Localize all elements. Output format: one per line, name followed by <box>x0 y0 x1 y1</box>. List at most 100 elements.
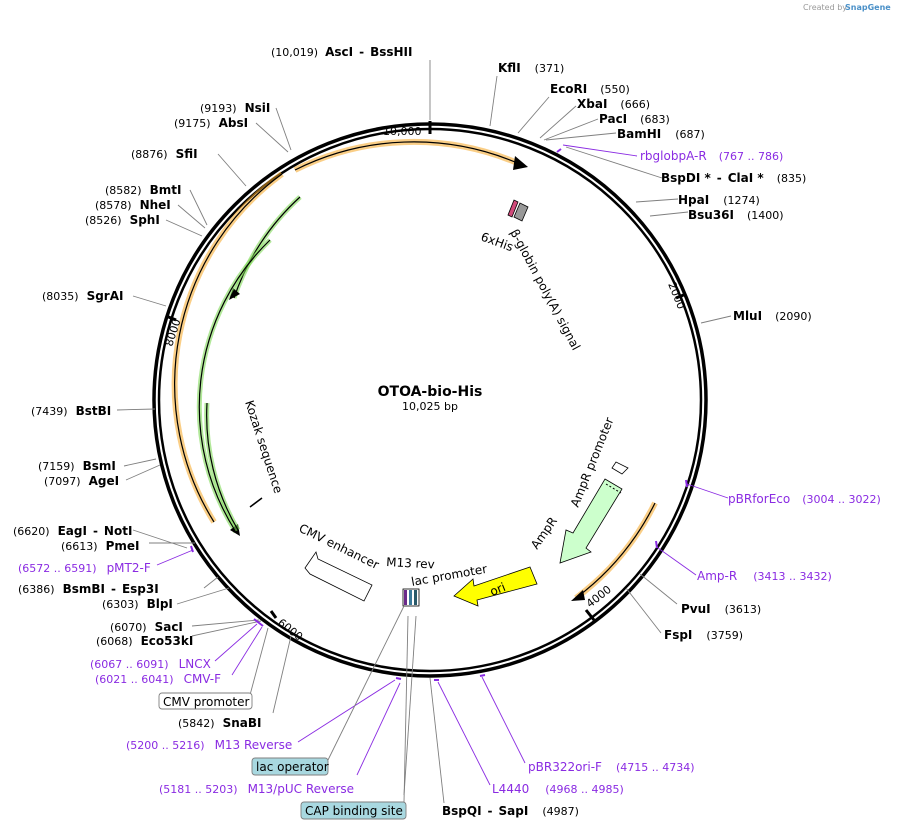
enzyme-hpaI: HpaI(1274) <box>678 193 760 207</box>
kozak-marker <box>249 497 263 508</box>
line-sgrai <box>132 295 167 307</box>
line-lac-operator <box>327 605 405 761</box>
enzyme-mluI: MluI(2090) <box>733 309 812 323</box>
plasmid-name: OTOA-bio-His <box>378 384 483 400</box>
ampr-arrow <box>559 478 623 564</box>
primer-lines <box>156 144 729 786</box>
green-arc-1 <box>233 196 301 299</box>
6xhis-marker <box>507 199 519 218</box>
enzyme-xbaI: XbaI(666) <box>577 97 650 111</box>
primer-m13rev: (5200 .. 5216)M13 Reverse <box>126 738 292 752</box>
line-l4440 <box>437 681 491 786</box>
line-m13puc <box>356 682 401 776</box>
enzyme-bsmI: (7159)BsmI <box>38 459 116 473</box>
cap-binding-site-box <box>300 801 407 820</box>
primer-lncx: (6067 .. 6091)LNCX <box>90 657 211 671</box>
enzyme-sgrai: (8035)SgrAI <box>42 289 123 303</box>
green-arc-3 <box>206 402 239 531</box>
line-kflI <box>489 75 498 127</box>
tick-4000 <box>584 609 596 621</box>
enzyme-sphI: (8526)SphI <box>85 213 160 227</box>
line-bsmI <box>123 458 157 467</box>
line-lac-region <box>403 615 417 796</box>
enzyme-bamhi: BamHI(687) <box>617 127 705 141</box>
cmv-promoter-label: CMV promoter <box>163 695 250 709</box>
enzyme-bspdi-clai: BspDI *-ClaI *(835) <box>661 171 806 185</box>
line-cap-site <box>403 615 409 803</box>
line-sphI <box>165 219 203 237</box>
line-pvuI <box>639 573 678 605</box>
marker-pbrforeco <box>685 479 688 488</box>
enzyme-snabi: (5842)SnaBI <box>178 716 261 730</box>
credit-prefix: Created by <box>803 3 847 12</box>
orf-arc-left <box>174 173 283 523</box>
enzyme-bmtI: (8582)BmtI <box>105 183 181 197</box>
line-eagi <box>132 529 188 549</box>
line-saci <box>191 619 260 627</box>
lac-stripe-1 <box>404 590 407 605</box>
enzyme-agei: (7097)AgeI <box>44 474 119 488</box>
primer-pbrforeco: pBRforEco(3004 .. 3022) <box>728 492 881 506</box>
lac-stripe-2 <box>409 590 412 605</box>
primer-m13puc: (5181 .. 5203)M13/pUC Reverse <box>159 782 354 796</box>
tick-label-2000: 2000 <box>665 280 688 311</box>
enzyme-saci: (6070)SacI <box>110 620 183 634</box>
plasmid-title: OTOA-bio-His 10,025 bp <box>378 384 483 413</box>
enzyme-bspqi-sapi: BspQI-SapI(4987) <box>442 804 579 818</box>
marker-cmvf-lncx <box>253 618 264 627</box>
credit-brand: SnapGene <box>845 3 891 12</box>
line-pmt2f <box>156 549 194 566</box>
primer-rbglobpa: rbglobpA-R(767 .. 786) <box>640 149 783 163</box>
line-blpI <box>176 587 230 605</box>
line-ecori <box>517 96 550 134</box>
line-cmvf <box>231 626 263 676</box>
enzyme-blpI: (6303)BlpI <box>102 597 173 611</box>
line-bstbi <box>116 408 156 411</box>
primer-pbr322ori: pBR322ori-F(4715 .. 4734) <box>528 760 695 774</box>
line-bsmbi <box>203 576 219 589</box>
enzyme-pmei: (6613)PmeI <box>61 539 139 553</box>
feature-ori-label: ori <box>488 580 508 599</box>
line-nheI <box>177 204 206 229</box>
line-bamhi <box>545 132 617 141</box>
orf-arc-top <box>294 141 516 171</box>
line-sfiI <box>217 153 247 187</box>
enzyme-eagi-noti: (6620)EagI-NotI <box>13 524 132 538</box>
marker-pbr322ori <box>479 674 486 677</box>
marker-ampr-primer <box>655 540 658 549</box>
tick-2000 <box>675 292 687 300</box>
feature-kozak-label: Kozak sequence <box>242 399 285 495</box>
enzyme-kflI: KflI(371) <box>498 61 564 75</box>
line-eco53ki <box>191 620 262 637</box>
primer-cmvf: (6021 .. 6041)CMV-F <box>95 672 221 686</box>
line-pacI <box>543 118 599 141</box>
line-mluI <box>700 315 732 324</box>
enzyme-eco53ki: (6068)Eco53kI <box>96 634 193 648</box>
line-nsiI <box>275 107 292 151</box>
marker-m13 <box>395 677 402 680</box>
primer-labels: rbglobpA-R(767 .. 786) pBRforEco(3004 ..… <box>18 149 881 796</box>
line-snabi <box>272 635 292 714</box>
orf-arc-right <box>575 502 656 599</box>
green-arc-1-arrow <box>229 288 240 300</box>
enzyme-nsiI: (9193)NsiI <box>200 101 270 115</box>
line-pbr322ori <box>481 676 526 764</box>
feature-m13rev-label: M13 rev <box>386 555 435 572</box>
enzyme-bsu36I: Bsu36I(1400) <box>688 208 784 222</box>
enzyme-lines <box>116 60 732 804</box>
lac-operator-label: lac operator <box>256 760 329 774</box>
enzyme-pacI: PacI(683) <box>599 112 670 126</box>
feature-globin-polya-label: β-globin poly(A) signal <box>507 227 583 353</box>
line-lncx <box>214 623 258 662</box>
line-agei <box>125 464 161 481</box>
line-pbrforeco <box>686 483 729 499</box>
feature-ampr-label: AmpR <box>528 514 560 551</box>
line-fspI <box>625 587 662 634</box>
line-bspqi <box>429 677 445 804</box>
orf-arcs <box>171 138 658 601</box>
orf-arc-top-arrow <box>513 156 528 170</box>
line-cmv-promoter <box>249 627 269 696</box>
feature-lines <box>249 605 417 803</box>
line-bspdi <box>565 146 663 179</box>
